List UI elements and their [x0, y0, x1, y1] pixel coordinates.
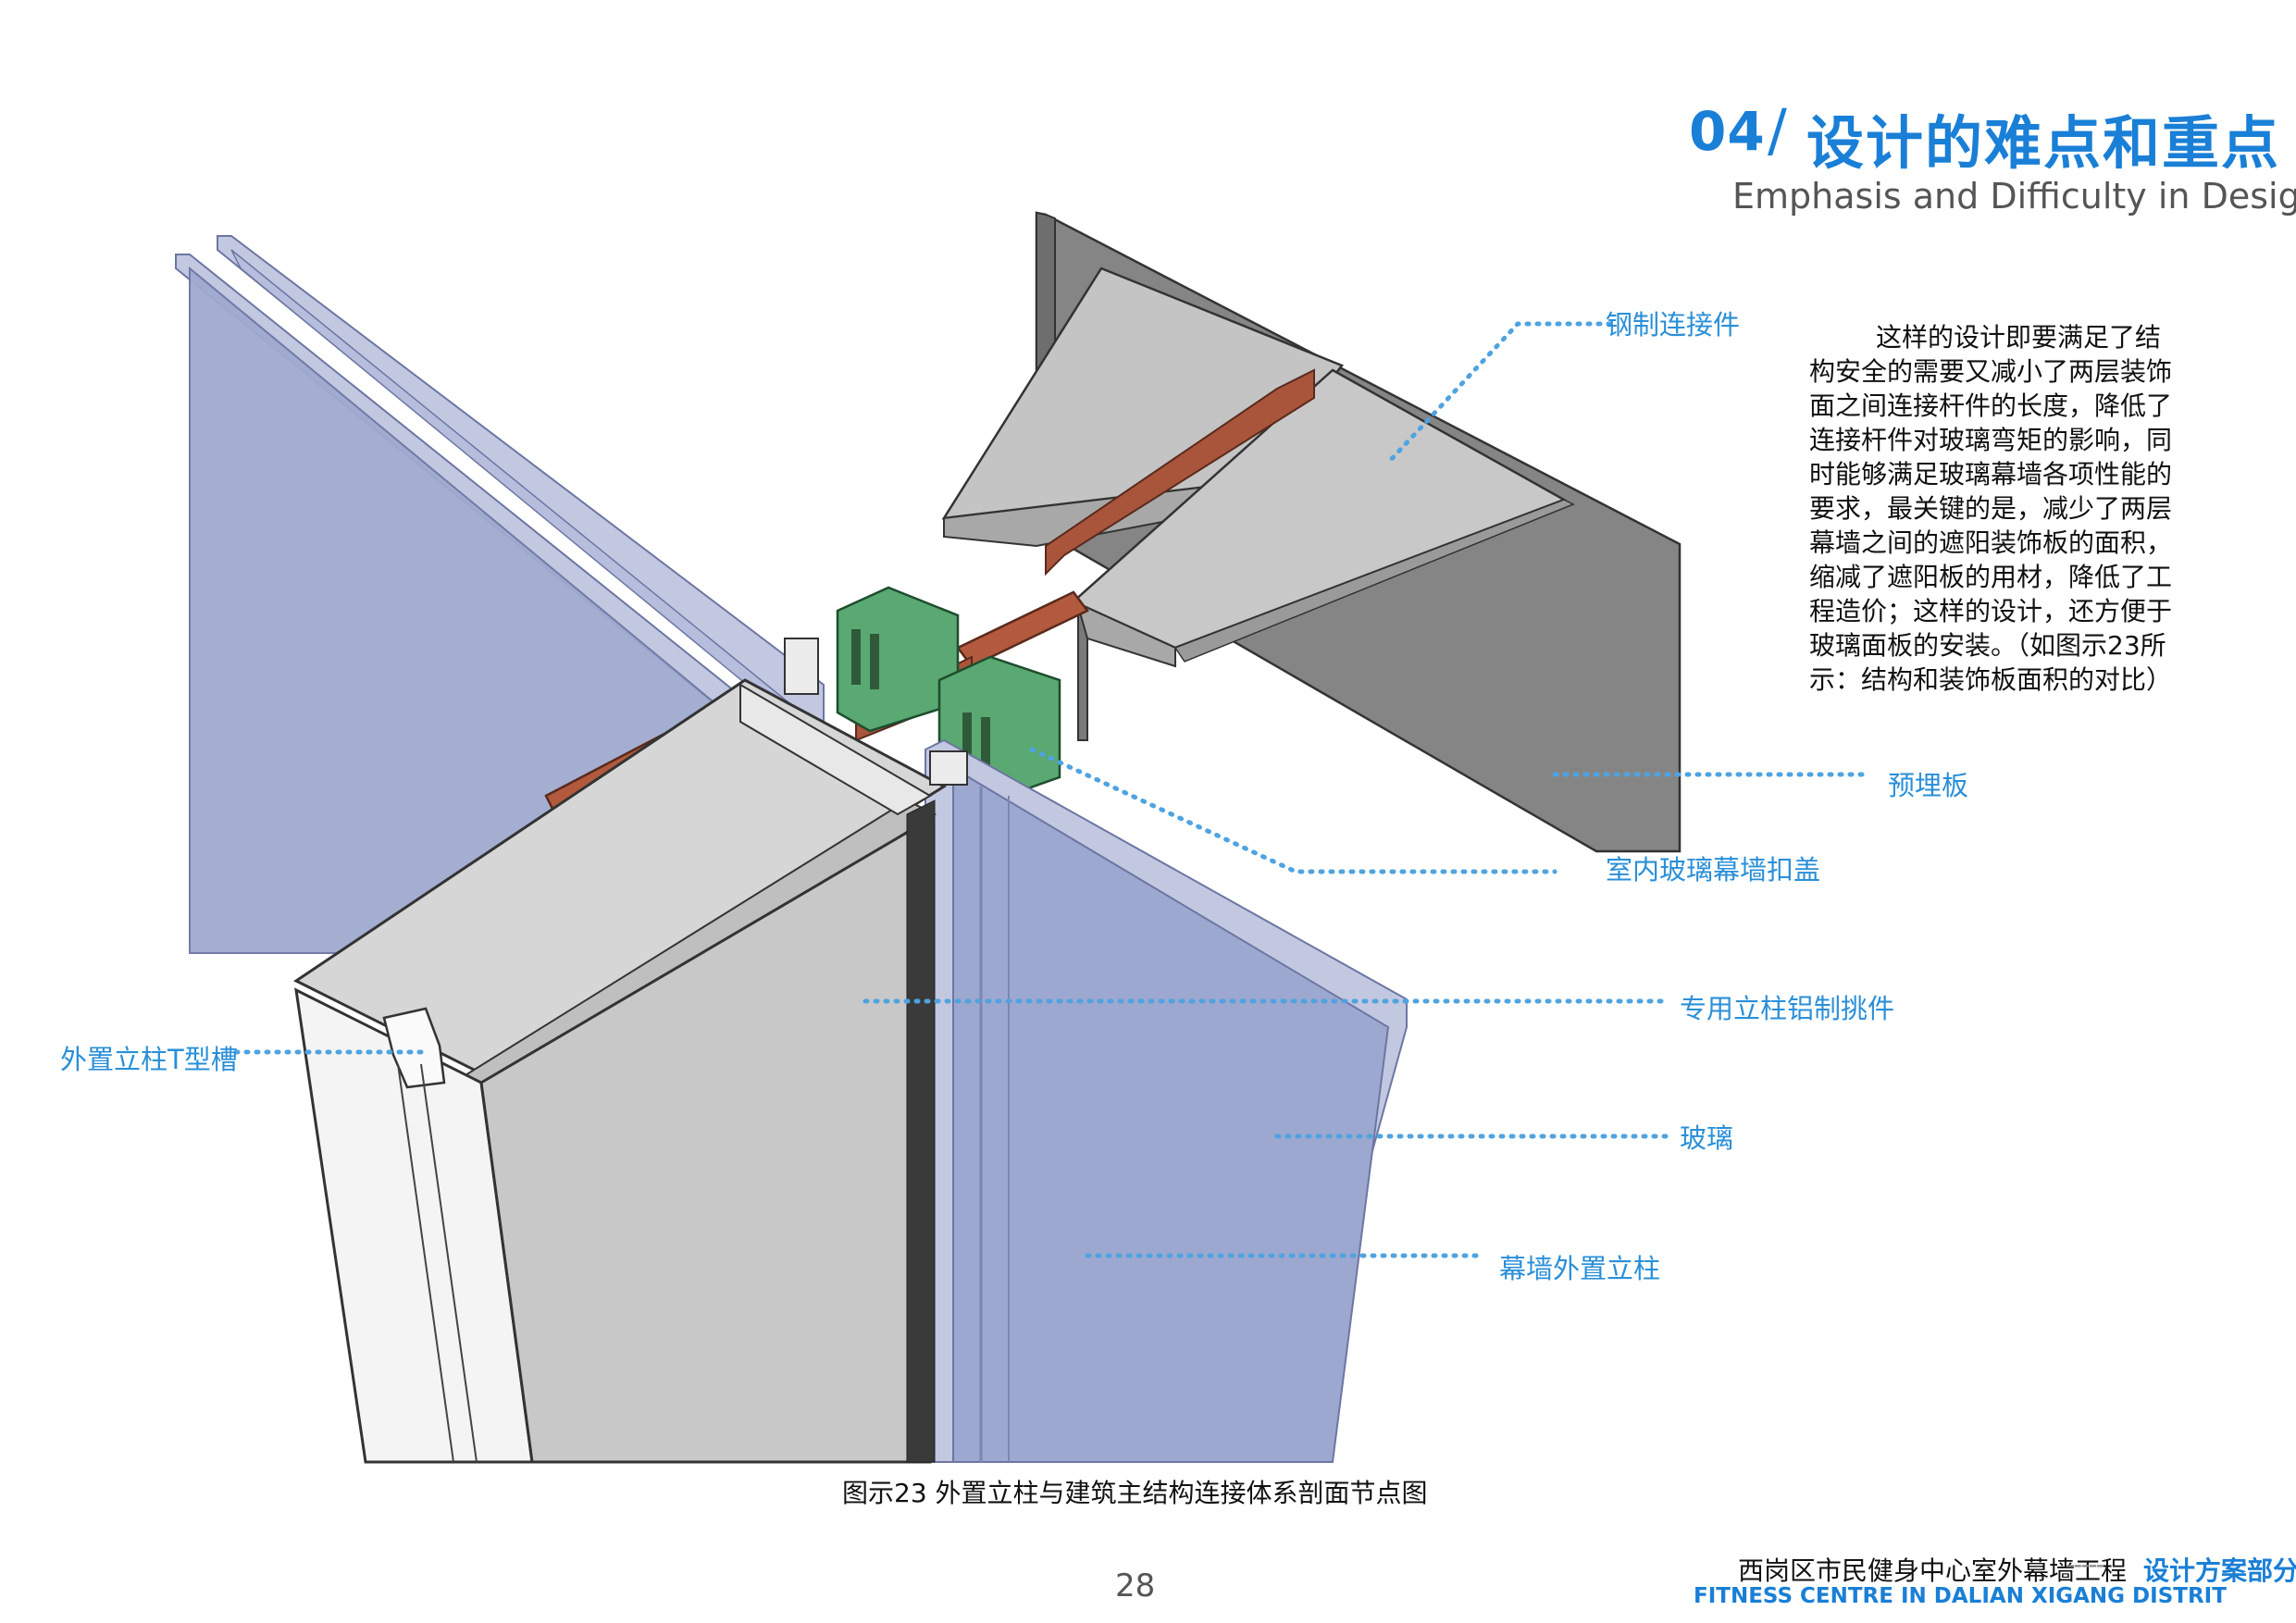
description-line: 幕墙之间的遮阳装饰板的面积，: [1809, 527, 2173, 558]
callout-glass: 玻璃: [1680, 1122, 1734, 1154]
callout-steel-connector: 钢制连接件: [1606, 309, 1741, 341]
description-line: 程造价；这样的设计，还方便于: [1809, 596, 2173, 626]
figure-caption: 图示23 外置立柱与建筑主结构连接体系剖面节点图: [842, 1478, 1428, 1508]
footer-part-cn: 设计方案部分: [2143, 1555, 2296, 1586]
description-line: 连接杆件对玻璃弯矩的影响，同: [1809, 425, 2173, 455]
gasket-profile: [836, 586, 1061, 807]
callout-aluminum-bracket: 专用立柱铝制挑件: [1680, 993, 1895, 1024]
callout-indoor-cover: 室内玻璃幕墙扣盖: [1606, 854, 1821, 886]
footer-project-en: FITNESS CENTRE IN DALIAN XIGANG DISTRIT: [1694, 1584, 2227, 1608]
external-mullion: [293, 678, 948, 1464]
section-title-en: Emphasis and Difficulty in Design: [1732, 176, 2296, 217]
description-line: 时能够满足玻璃幕墙各项性能的: [1809, 459, 2173, 489]
glass-panel-front: [925, 738, 1408, 1463]
callout-t-slot: 外置立柱T型槽: [60, 1044, 238, 1075]
callout-external-mullion: 幕墙外置立柱: [1499, 1253, 1661, 1284]
section-slash: /: [1768, 96, 1787, 164]
description-line: 缩减了遮阳板的用材，降低了工: [1809, 562, 2173, 592]
section-number: 04: [1689, 100, 1766, 163]
description-line: 这样的设计即要满足了结: [1876, 322, 2162, 353]
footer-dash: -----: [2066, 1549, 2105, 1580]
page-number: 28: [1115, 1567, 1156, 1604]
description-line: 面之间连接杆件的长度，降低了: [1809, 390, 2173, 421]
description-line: 玻璃面板的安装。（如图示23所: [1809, 630, 2166, 661]
callout-embedded-plate: 预埋板: [1888, 770, 1969, 801]
leader-lines: [233, 321, 1872, 1258]
aluminum-profile-details: [784, 638, 968, 786]
footer-project-cn: 西岗区市民健身中心室外幕墙工程: [1738, 1555, 2128, 1586]
section-title-cn: 设计的难点和重点: [1806, 109, 2281, 177]
design-description: 这样的设计即要满足了结 构安全的需要又减小了两层装饰 面之间连接杆件的长度，降低…: [1809, 320, 2198, 697]
description-line: 示：结构和装饰板面积的对比）: [1809, 664, 2173, 695]
embedded-steel-plate: [941, 211, 1682, 853]
description-line: 要求，最关键的是，减少了两层: [1809, 493, 2173, 524]
description-line: 构安全的需要又减小了两层装饰: [1809, 356, 2173, 387]
